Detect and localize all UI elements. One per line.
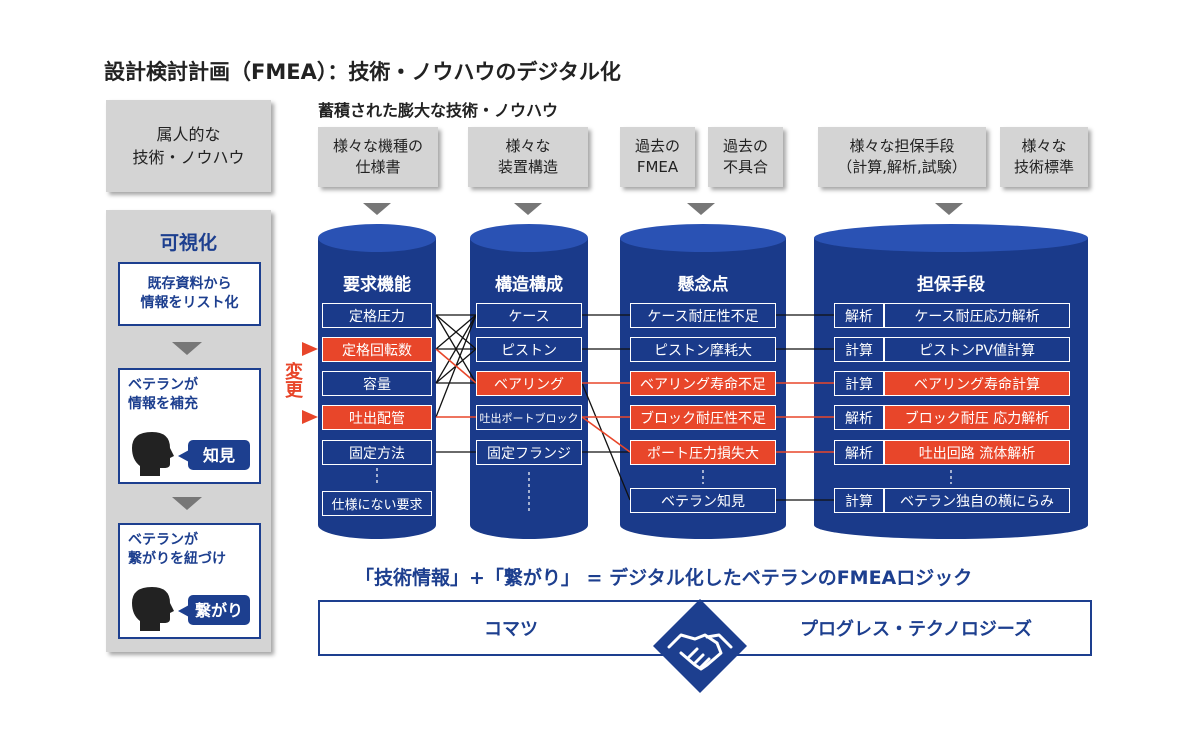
- assure-tag-2: 計算: [834, 337, 884, 362]
- changed-connection-lines: [435, 348, 834, 453]
- source-arrow-1: [363, 203, 391, 215]
- step-link-box: ベテランが 繋がりを紐づけ 繋がり: [118, 523, 261, 639]
- assure-cell-bearing: ベアリング寿命計算: [884, 371, 1070, 396]
- step-arrow-1: [172, 342, 202, 355]
- person-head-icon: [132, 432, 174, 476]
- step-arrow-2: [172, 497, 202, 510]
- change-label: 変更: [282, 362, 303, 398]
- conclusion-text: 「技術情報」+「繋がり」 = デジタル化したベテランのFMEAロジック: [355, 567, 973, 589]
- struct-cell-flange: 固定フランジ: [476, 440, 582, 465]
- handshake-icon: [653, 599, 747, 693]
- tacit-knowledge-box: 属人的な 技術・ノウハウ: [106, 100, 271, 192]
- source-tech-standards: 様々な 技術標準: [1000, 127, 1088, 187]
- source-arrow-3: [687, 203, 715, 215]
- assure-cell-veteran: ベテラン独自の横にらみ: [884, 488, 1070, 513]
- visualization-panel: 可視化 既存資料から 情報をリスト化 ベテランが 情報を補充 知見 ベテランが …: [106, 210, 271, 652]
- assure-tag-6: 計算: [834, 488, 884, 513]
- visualization-title: 可視化: [159, 232, 217, 254]
- insight-bubble-label: 知見: [202, 445, 235, 465]
- partner-progress-tech: プログレス・テクノロジーズ: [700, 600, 1092, 656]
- assure-tag-5: 解析: [834, 440, 884, 465]
- assure-tag-3: 計算: [834, 371, 884, 396]
- concern-cell-veteran: ベテラン知見: [630, 488, 776, 513]
- requirements-label: 要求機能: [343, 275, 411, 295]
- step-supplement-text: ベテランが 情報を補充: [128, 377, 198, 412]
- source-device-structures: 様々な 装置構造: [468, 127, 588, 187]
- assure-tag-1: 解析: [834, 303, 884, 328]
- bubble-tail-1: [178, 450, 189, 462]
- concern-cell-piston: ピストン摩耗大: [630, 337, 776, 362]
- source-arrow-4: [935, 203, 963, 215]
- concern-cell-port: ポート圧力損失大: [630, 440, 776, 465]
- assure-tag-4: 解析: [834, 405, 884, 430]
- step-supplement-box: ベテランが 情報を補充 知見: [118, 368, 261, 484]
- step-list-box: 既存資料から 情報をリスト化: [118, 262, 261, 326]
- struct-cell-port-block: 吐出ポートブロック: [476, 405, 582, 430]
- assure-cell-block: ブロック耐圧 応力解析: [884, 405, 1070, 430]
- source-assurance-methods: 様々な担保手段 （計算,解析,試験）: [818, 127, 986, 187]
- step-link-text: ベテランが 繋がりを紐づけ: [128, 532, 226, 567]
- assure-cell-piston: ピストンPV値計算: [884, 337, 1070, 362]
- concern-cell-bearing: ベアリング寿命不足: [630, 371, 776, 396]
- structure-label: 構造構成: [495, 275, 563, 295]
- connection-bubble-label: 繋がり: [194, 600, 243, 620]
- concern-cell-case: ケース耐圧性不足: [630, 303, 776, 328]
- source-past-fmea: 過去の FMEA: [620, 127, 695, 187]
- person-head-icon: [132, 587, 174, 631]
- req-cell-unspecified: 仕様にない要求: [322, 491, 432, 516]
- concern-cell-block: ブロック耐圧性不足: [630, 405, 776, 430]
- connection-lines: [435, 314, 834, 501]
- concerns-label: 懸念点: [677, 275, 729, 295]
- req-cell-rated-speed: 定格回転数: [322, 337, 432, 362]
- struct-cell-piston: ピストン: [476, 337, 582, 362]
- req-cell-capacity: 容量: [322, 371, 432, 396]
- assure-cell-case: ケース耐圧応力解析: [884, 303, 1070, 328]
- assurance-label: 担保手段: [917, 275, 985, 295]
- struct-cell-bearing: ベアリング: [476, 371, 582, 396]
- assure-cell-port: 吐出回路 流体解析: [884, 440, 1070, 465]
- req-cell-rated-pressure: 定格圧力: [322, 303, 432, 328]
- partner-progress-tech-label: プログレス・テクノロジーズ: [799, 619, 1033, 640]
- connection-bubble: 繋がり: [188, 595, 250, 625]
- partner-komatsu-label: コマツ: [484, 619, 538, 640]
- req-cell-fixing-method: 固定方法: [322, 440, 432, 465]
- subtitle: 蓄積された膨大な技術・ノウハウ: [318, 101, 559, 120]
- struct-cell-case: ケース: [476, 303, 582, 328]
- source-arrow-2: [514, 203, 542, 215]
- bubble-tail-2: [178, 605, 189, 617]
- continuation-dots: [376, 468, 952, 512]
- change-arrows: [302, 342, 318, 424]
- insight-bubble: 知見: [188, 440, 250, 470]
- source-past-defects: 過去の 不具合: [708, 127, 783, 187]
- req-cell-discharge-pipe: 吐出配管: [322, 405, 432, 430]
- source-spec-sheets: 様々な機種の 仕様書: [318, 127, 438, 187]
- partner-komatsu: コマツ: [318, 600, 704, 656]
- page-title: 設計検討計画（FMEA）：技術・ノウハウのデジタル化: [104, 60, 621, 84]
